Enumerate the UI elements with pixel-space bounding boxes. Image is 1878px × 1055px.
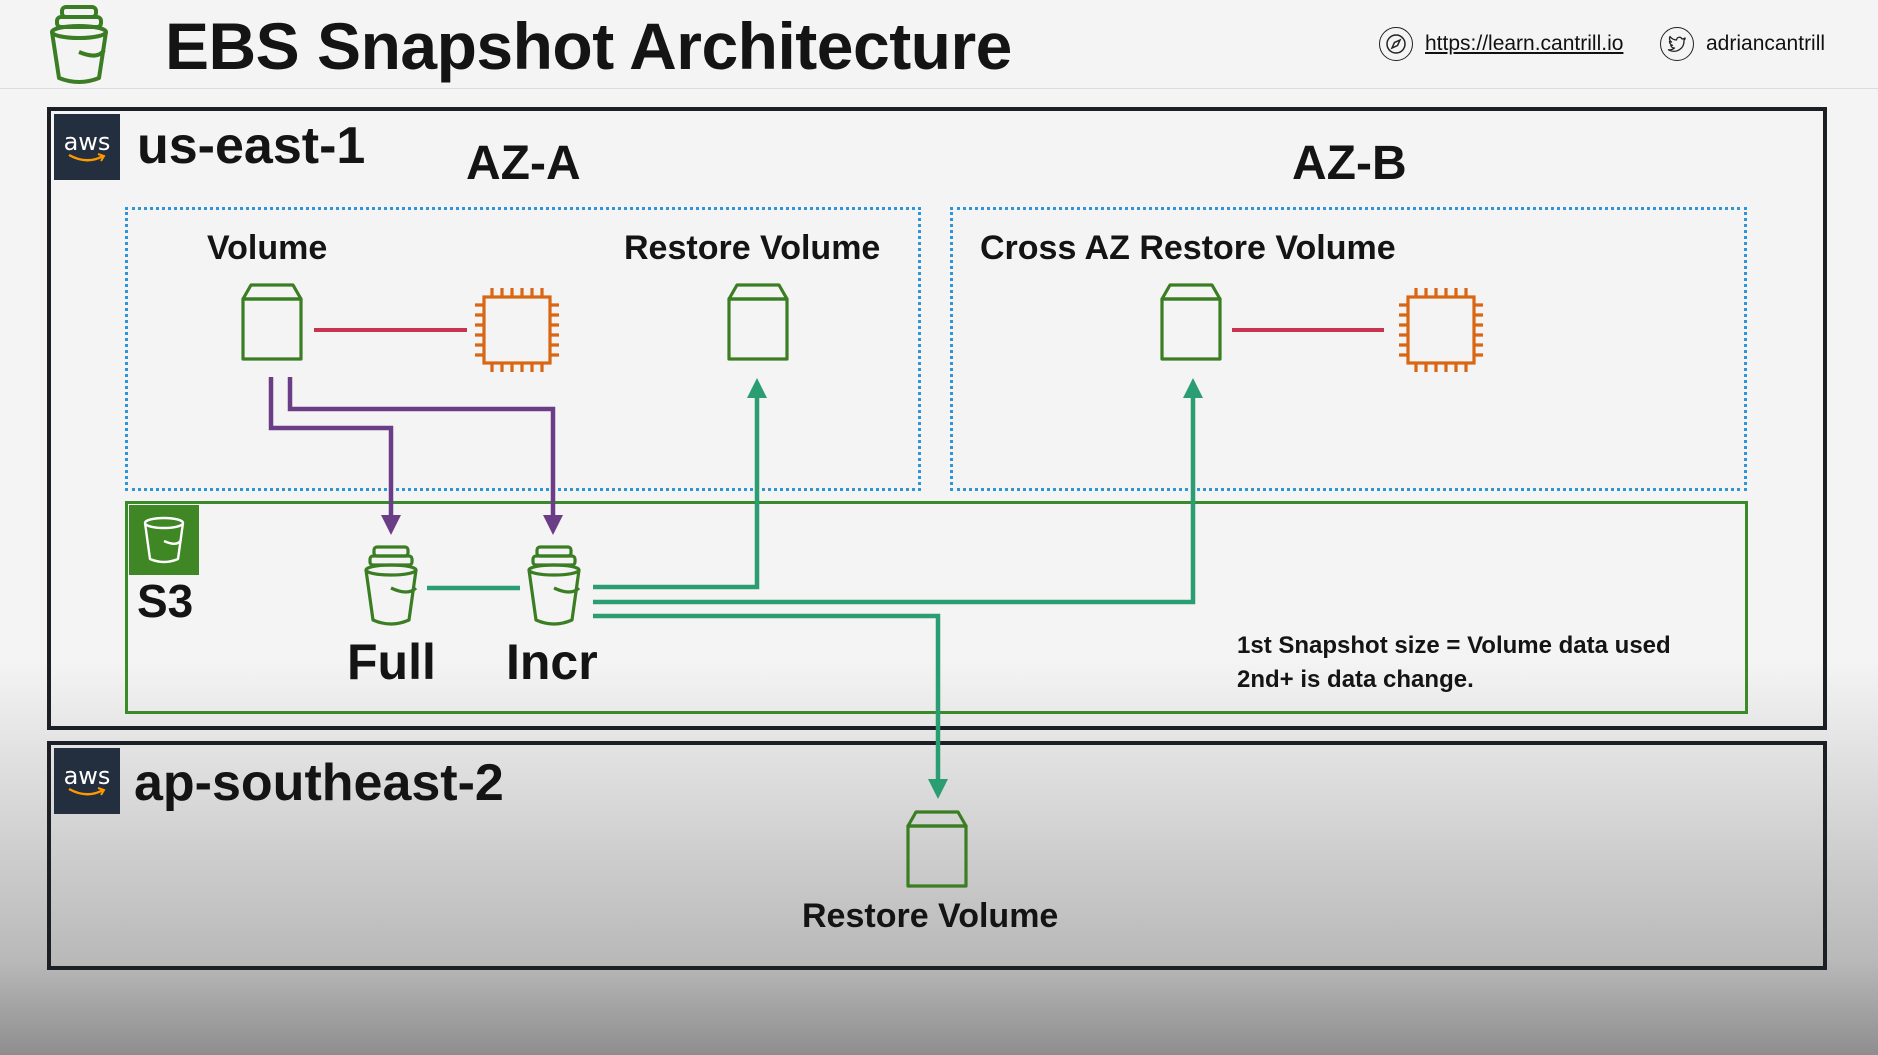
ec2-instance-icon-az-b [1399, 288, 1483, 372]
ec2-instance-icon [475, 288, 559, 372]
website-link[interactable]: https://learn.cantrill.io [1379, 27, 1623, 61]
full-snapshot-arrow [268, 377, 394, 518]
full-arrowhead [381, 515, 401, 535]
header-divider [0, 88, 1878, 89]
incr-snapshot-bucket-icon [527, 545, 581, 626]
incr-snapshot-arrow [287, 377, 556, 518]
cross-az-restore-label: Cross AZ Restore Volume [980, 229, 1396, 267]
twitter-icon [1660, 27, 1694, 61]
az-a-box [125, 207, 921, 491]
s3-bucket-icon [129, 505, 199, 575]
twitter-link[interactable]: adriancantrill [1660, 27, 1825, 61]
note-line-1: 1st Snapshot size = Volume data used [1237, 632, 1671, 659]
incr-snapshot-label: Incr [506, 634, 598, 690]
az-b-box [950, 207, 1747, 491]
s3-label: S3 [137, 575, 194, 627]
restore-cross-region-arrowhead [928, 779, 948, 799]
website-url[interactable]: https://learn.cantrill.io [1425, 32, 1624, 55]
snapshot-arrows [268, 377, 556, 518]
restore-volume-icon [727, 283, 789, 361]
header-bucket-icon [48, 4, 110, 91]
restore-az-a-arrowhead [747, 378, 767, 398]
restore-cross-region-arrow [593, 613, 941, 785]
incr-arrowhead [543, 515, 563, 535]
full-snapshot-bucket-icon [364, 545, 418, 626]
cross-az-volume-icon [1160, 283, 1222, 361]
az-a-title: AZ-A [466, 137, 581, 190]
compass-icon [1379, 27, 1413, 61]
region-name-us-east-1: us-east-1 [137, 117, 366, 175]
restore-arrows [593, 392, 1196, 785]
restore-volume-label: Restore Volume [624, 229, 881, 267]
snapshot-size-note: 1st Snapshot size = Volume data used 2nd… [1237, 629, 1671, 697]
full-snapshot-label: Full [347, 634, 436, 690]
ebs-volume-icon [241, 283, 303, 361]
az-b-title: AZ-B [1292, 137, 1407, 190]
aws-logo-icon-2: aws [54, 748, 120, 814]
dr-volume-icon [906, 810, 968, 888]
dr-restore-volume-label: Restore Volume [802, 897, 1059, 935]
aws-logo-icon: aws [54, 114, 120, 180]
restore-az-a-arrow [593, 392, 760, 590]
volume-label: Volume [207, 229, 328, 267]
restore-az-b-arrow [593, 392, 1196, 605]
page-title: EBS Snapshot Architecture [165, 9, 1012, 83]
restore-az-b-arrowhead [1183, 378, 1203, 398]
note-line-2: 2nd+ is data change. [1237, 666, 1474, 693]
twitter-handle[interactable]: adriancantrill [1706, 32, 1826, 55]
region-name-ap-southeast-2: ap-southeast-2 [134, 754, 504, 812]
